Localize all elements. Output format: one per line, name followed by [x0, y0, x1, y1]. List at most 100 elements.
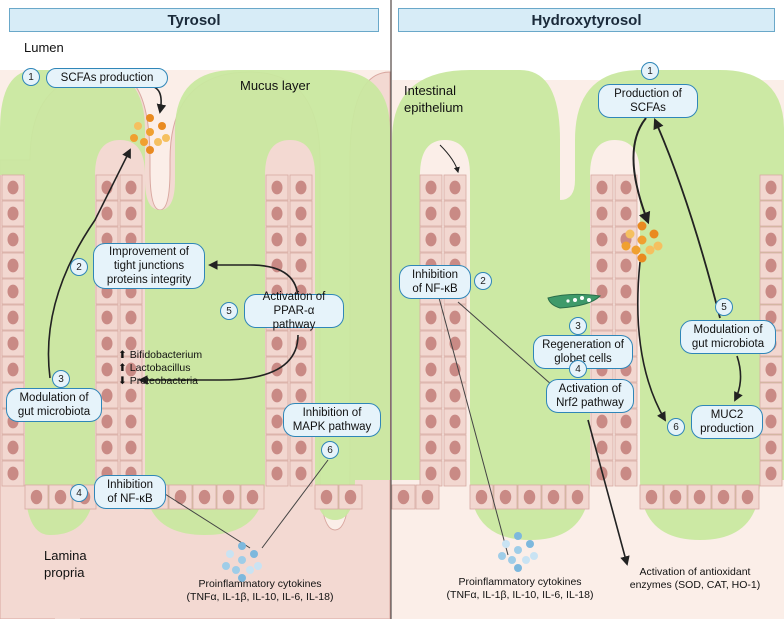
- particle-dot: [653, 241, 663, 251]
- cell-nucleus: [271, 440, 283, 455]
- step-2-badge-left: 2: [70, 258, 88, 276]
- cell-nucleus: [30, 489, 43, 505]
- cell-nucleus: [765, 466, 777, 481]
- cell-nucleus: [596, 414, 608, 429]
- cell-nucleus: [101, 388, 113, 403]
- cell-nucleus: [425, 206, 437, 221]
- goblet-line2: globet cells: [554, 353, 612, 365]
- particle-dot: [134, 122, 142, 130]
- particle-dot: [146, 128, 154, 136]
- cell-nucleus: [246, 489, 259, 505]
- particle-dot: [508, 556, 516, 564]
- cell-nucleus: [717, 489, 730, 505]
- intestinal-line2: epithelium: [404, 100, 464, 115]
- cell-nucleus: [320, 489, 333, 505]
- particle-dot: [526, 540, 534, 548]
- step-4-badge-right: 4: [569, 360, 587, 378]
- nfkb-left-line2: of NF-κB: [107, 493, 153, 505]
- cell-nucleus: [765, 362, 777, 377]
- arrow-ppar-to-microbiota: [138, 334, 299, 385]
- cell-nucleus: [449, 310, 461, 325]
- cell-nucleus: [449, 180, 461, 195]
- arrow-bacteria-to-muc2: [636, 261, 666, 422]
- tight-junctions-line2: tight junctions: [113, 260, 185, 272]
- cell-nucleus: [765, 180, 777, 195]
- inhibit-nfkb-right: [437, 293, 509, 556]
- cell-nucleus: [425, 180, 437, 195]
- cell-nucleus: [596, 258, 608, 273]
- cell-nucleus: [620, 440, 632, 455]
- step-3-badge-right: 3: [569, 317, 587, 335]
- tight-junctions-line3: proteins integrity: [106, 274, 192, 286]
- nfkb-box-left: Inhibition of NF-κB: [94, 475, 166, 509]
- cell-nucleus: [620, 206, 632, 221]
- cell-nucleus: [571, 489, 584, 505]
- step-4-badge-left: 4: [70, 484, 88, 502]
- cell-nucleus: [425, 336, 437, 351]
- production-scfas-line1: Production of: [614, 88, 682, 100]
- particle-dot: [238, 574, 246, 582]
- step-6-badge-right: 6: [667, 418, 685, 436]
- hydroxytyrosol-title: Hydroxytyrosol: [398, 8, 775, 32]
- modulation-right-line1: Modulation of: [693, 324, 763, 336]
- cell-nucleus: [449, 414, 461, 429]
- particle-dot: [146, 146, 154, 154]
- cell-nucleus: [425, 362, 437, 377]
- arrow-nrf2-to-enzymes: [587, 419, 630, 566]
- nrf2-box: Activation of Nrf2 pathway: [546, 379, 634, 413]
- cell-nucleus: [475, 489, 488, 505]
- cell-nucleus: [295, 258, 307, 273]
- arrow-scfas-down: [632, 117, 651, 225]
- cell-nucleus: [271, 206, 283, 221]
- step-3-badge-left: 3: [52, 370, 70, 388]
- cell-nucleus: [421, 489, 434, 505]
- mapk-line2: MAPK pathway: [292, 421, 372, 433]
- cytokine-cluster-right: [498, 532, 538, 572]
- cell-nucleus: [271, 180, 283, 195]
- cell-nucleus: [425, 466, 437, 481]
- cell-nucleus: [125, 180, 137, 195]
- step-1-badge-right: 1: [641, 62, 659, 80]
- modulation-left-line2: gut microbiota: [17, 406, 91, 418]
- nfkb-right-line1: Inhibition: [411, 269, 459, 281]
- particle-dot: [158, 122, 166, 130]
- mapk-line1: Inhibition of: [302, 407, 362, 419]
- cytokine-cluster-left: [222, 542, 262, 582]
- particle-dot: [246, 566, 254, 574]
- intestinal-line1: Intestinal: [404, 83, 457, 98]
- cell-nucleus: [271, 388, 283, 403]
- cell-nucleus: [765, 206, 777, 221]
- mucus-layer-label: Mucus layer: [240, 78, 311, 93]
- goblet-line1: Regeneration of: [542, 339, 624, 351]
- ppar-box: Activation of PPAR-α pathway: [244, 291, 344, 331]
- particle-dot: [250, 550, 258, 558]
- cell-nucleus: [271, 414, 283, 429]
- cell-nucleus: [449, 232, 461, 247]
- antioxidant-enzymes-text: Activation of antioxidant enzymes (SOD, …: [610, 566, 780, 592]
- cell-nucleus: [7, 362, 19, 377]
- cell-nucleus: [425, 232, 437, 247]
- cell-nucleus: [101, 336, 113, 351]
- cytokines-right-text: Proinflammatory cytokines (TNFα, IL-1β, …: [420, 576, 620, 602]
- cell-nucleus: [499, 489, 512, 505]
- cell-nucleus: [7, 336, 19, 351]
- enzymes-line1: Activation of antioxidant: [639, 566, 751, 578]
- cell-nucleus: [449, 206, 461, 221]
- cell-nucleus: [7, 466, 19, 481]
- cell-nucleus: [198, 489, 211, 505]
- cell-nucleus: [295, 466, 307, 481]
- cell-nucleus: [765, 440, 777, 455]
- arrow-to-tight-junctions: [208, 260, 299, 301]
- microbe-proteobacteria: ⬇ Proteobacteria: [118, 375, 199, 387]
- cell-nucleus: [596, 310, 608, 325]
- particle-dot: [140, 138, 148, 146]
- cell-nucleus: [765, 232, 777, 247]
- step-2-badge-right: 2: [474, 272, 492, 290]
- cell-nucleus: [7, 310, 19, 325]
- production-scfas-line2: SCFAs: [630, 102, 666, 114]
- nrf2-line1: Activation of: [558, 383, 622, 395]
- modulation-left-line1: Modulation of: [19, 392, 89, 404]
- cell-nucleus: [620, 180, 632, 195]
- cell-nucleus: [271, 232, 283, 247]
- particle-dot: [514, 546, 522, 554]
